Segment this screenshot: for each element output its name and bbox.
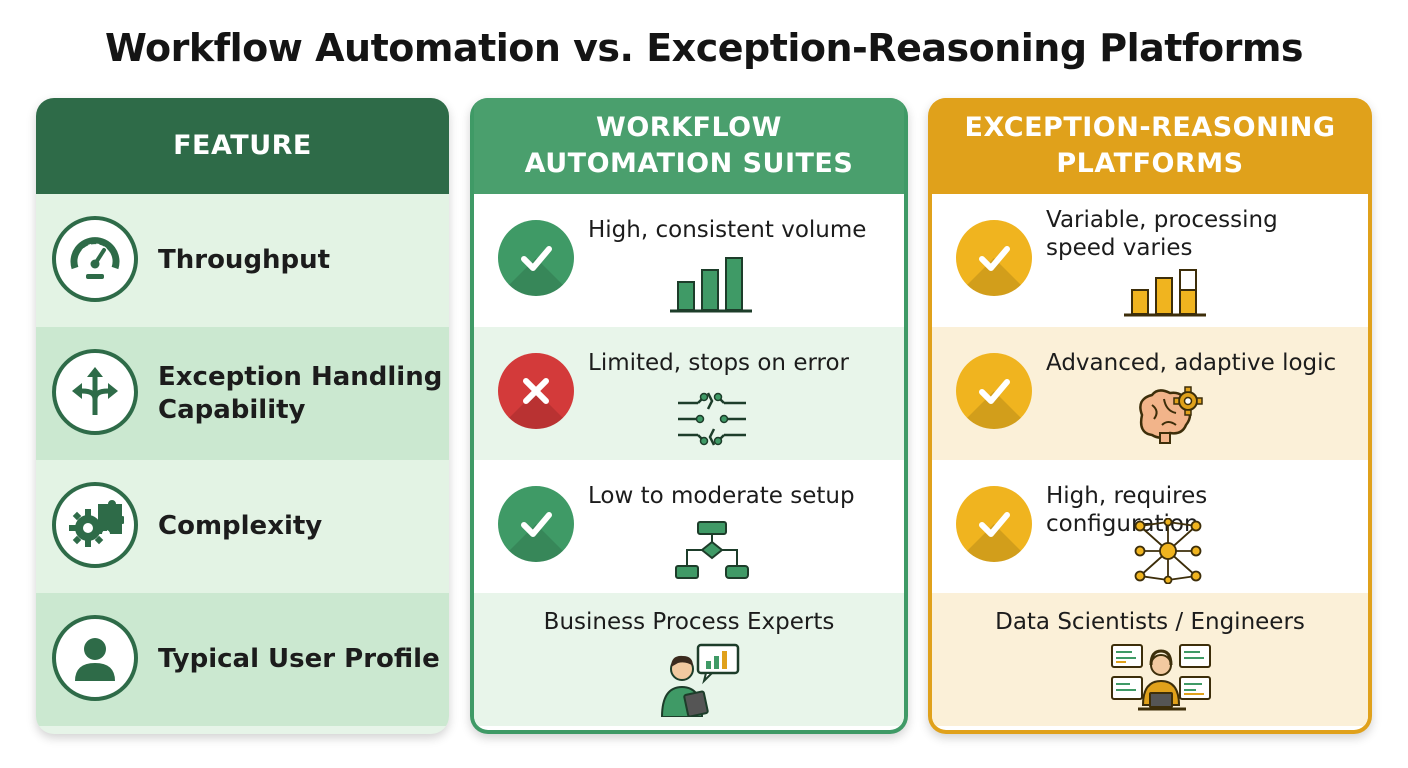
feature-row-throughput: Throughput xyxy=(36,194,449,327)
check-icon xyxy=(498,486,574,562)
exception-row-exception: Advanced, adaptive logic xyxy=(932,327,1368,460)
feature-label-throughput: Throughput xyxy=(158,245,331,275)
bar-chart-icon xyxy=(1124,269,1206,317)
workflow-throughput-text: High, consistent volume xyxy=(588,217,867,243)
workflow-row-exception: Limited, stops on error xyxy=(474,327,904,460)
gear-puzzle-icon xyxy=(52,482,138,568)
brain-gear-icon xyxy=(1139,386,1203,444)
exception-row-complexity: High, requires configuration xyxy=(932,460,1368,593)
exception-complexity-text: High, requires configuration xyxy=(1046,483,1208,537)
page-title: Workflow Automation vs. Exception-Reason… xyxy=(104,26,1304,70)
branching-arrows-icon xyxy=(52,349,138,435)
broken-circuit-icon xyxy=(678,392,746,446)
check-icon xyxy=(956,353,1032,429)
engineer-screens-icon xyxy=(1111,644,1211,711)
check-icon xyxy=(956,486,1032,562)
workflow-column-body: High, consistent volume Limited, stops o… xyxy=(474,194,904,730)
neural-network-icon xyxy=(1134,518,1202,584)
user-icon xyxy=(52,615,138,701)
exception-user-profile-text: Data Scientists / Engineers xyxy=(995,609,1305,635)
workflow-exception-text: Limited, stops on error xyxy=(588,350,849,376)
exception-exception-text: Advanced, adaptive logic xyxy=(1046,350,1337,376)
feature-row-user-profile: Typical User Profile xyxy=(36,593,449,726)
check-icon xyxy=(956,220,1032,296)
cross-icon xyxy=(498,353,574,429)
speedometer-icon xyxy=(52,216,138,302)
feature-label-user-profile: Typical User Profile xyxy=(158,644,440,674)
workflow-row-complexity: Low to moderate setup xyxy=(474,460,904,593)
check-icon xyxy=(498,220,574,296)
flowchart-icon xyxy=(675,521,749,579)
feature-column: FEATURE Throughput xyxy=(36,98,449,734)
workflow-row-throughput: High, consistent volume xyxy=(474,194,904,327)
feature-row-complexity: Complexity xyxy=(36,460,449,593)
workflow-complexity-text: Low to moderate setup xyxy=(588,483,855,509)
bar-chart-icon xyxy=(670,257,752,313)
business-expert-icon xyxy=(660,643,740,717)
workflow-row-user-profile: Business Process Experts xyxy=(474,593,904,726)
workflow-user-profile-text: Business Process Experts xyxy=(543,609,835,635)
exception-row-user-profile: Data Scientists / Engineers xyxy=(932,593,1368,726)
feature-label-complexity: Complexity xyxy=(158,511,323,541)
feature-column-header: FEATURE xyxy=(36,98,449,194)
